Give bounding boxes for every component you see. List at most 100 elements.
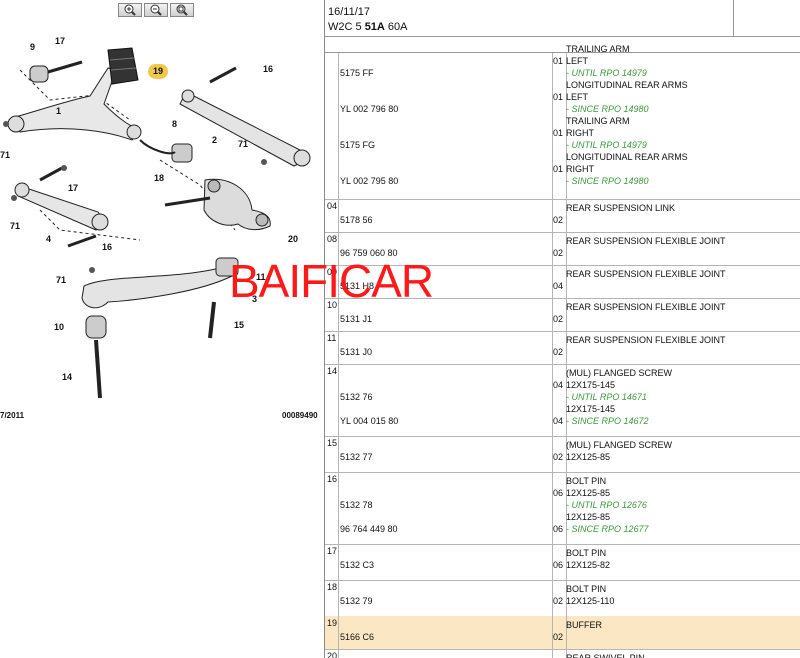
header-divider: [733, 0, 734, 36]
part-description: 12X175-145: [566, 380, 616, 390]
part-description: LEFT: [566, 92, 589, 102]
part-description: (MUL) FLANGED SCREW: [566, 440, 673, 450]
part-quantity: 04: [553, 281, 564, 291]
part-reference[interactable]: 5132 79: [340, 596, 373, 606]
part-reference[interactable]: YL 002 795 80: [340, 176, 399, 186]
item-number: 18: [327, 582, 338, 592]
diagram-footer-date: 7/2011: [0, 411, 25, 420]
part-reference[interactable]: YL 002 796 80: [340, 104, 399, 114]
part-quantity: 02: [553, 632, 564, 642]
part-quantity: 01: [553, 92, 564, 102]
part-quantity: 01: [553, 164, 564, 174]
part-quantity: 06: [553, 488, 564, 498]
zoom-fit-icon: [176, 4, 188, 16]
part-description: 12X125-85: [566, 512, 611, 522]
part-reference[interactable]: 96 759 060 80: [340, 248, 398, 258]
item-number-cell: 17: [325, 544, 339, 580]
part-reference[interactable]: 96 764 449 80: [340, 524, 398, 534]
quantity-column: [552, 649, 567, 658]
callout-label: 15: [234, 320, 245, 330]
part-reference[interactable]: 5131 H8: [340, 281, 375, 291]
part-reference[interactable]: 5132 C3: [340, 560, 375, 570]
part-validity-note: - SINCE RPO 14980: [566, 176, 649, 186]
part-description: LEFT: [566, 56, 589, 66]
panel-divider[interactable]: [324, 0, 325, 658]
part-reference[interactable]: 5131 J1: [340, 314, 373, 324]
part-reference[interactable]: 5175 FF: [340, 68, 374, 78]
part-quantity: 01: [553, 128, 564, 138]
callout-label: 20: [288, 234, 299, 244]
part-reference[interactable]: 5131 J0: [340, 347, 373, 357]
quantity-column: [552, 298, 567, 331]
item-number: 19: [327, 618, 338, 628]
part-description: REAR SUSPENSION LINK: [566, 203, 676, 213]
part-reference[interactable]: 5132 76: [340, 392, 373, 402]
item-number-cell: 20: [325, 649, 339, 658]
item-number-cell: 10: [325, 298, 339, 331]
part-reference[interactable]: 5175 FG: [340, 140, 376, 150]
zoom-out-icon: [150, 4, 162, 16]
part-description: TRAILING ARM: [566, 44, 630, 54]
part-quantity: 04: [553, 380, 564, 390]
part-description: (MUL) FLANGED SCREW: [566, 368, 673, 378]
zoom-in-button[interactable]: [118, 3, 142, 17]
item-number-cell: 09: [325, 265, 339, 298]
part-quantity: 02: [553, 215, 564, 225]
part-reference[interactable]: 5166 C6: [340, 632, 375, 642]
part-description: REAR SUSPENSION FLEXIBLE JOINT: [566, 269, 726, 279]
part-validity-note: - SINCE RPO 14672: [566, 416, 649, 426]
watermark-text: BAIFICAR: [229, 255, 434, 307]
part-description: BOLT PIN: [566, 476, 607, 486]
part-description: REAR SUSPENSION FLEXIBLE JOINT: [566, 335, 726, 345]
part-description: BUFFER: [566, 620, 602, 630]
part-reference[interactable]: 5132 78: [340, 500, 373, 510]
quantity-column: [552, 472, 567, 544]
diagram-footer-reference: 00089490: [282, 411, 318, 420]
part-quantity: 01: [553, 56, 564, 66]
item-number-cell: [325, 53, 339, 199]
item-number: 04: [327, 201, 338, 211]
part-description: 12X125-110: [566, 596, 615, 606]
part-reference[interactable]: YL 004 015 80: [340, 416, 399, 426]
callout-label: 71: [0, 150, 11, 160]
item-number: 15: [327, 438, 338, 448]
callout-label: 3: [252, 294, 258, 304]
part-reference[interactable]: 5178 56: [340, 215, 373, 225]
callout-label: 17: [68, 183, 79, 193]
quantity-column: [552, 331, 567, 364]
part-description: BOLT PIN: [566, 548, 607, 558]
item-number: 11: [327, 333, 337, 343]
item-number-cell: 14: [325, 364, 339, 436]
part-description: 12X175-145: [566, 404, 616, 414]
parts-list-header: 16/11/17 W2C 5 51A 60A: [325, 0, 800, 37]
table-row[interactable]: 205176 5901REAR SWIVEL PINLEFT: [325, 649, 800, 658]
callout-label: 16: [263, 64, 274, 74]
item-number-cell: 16: [325, 472, 339, 544]
suspension-exploded-diagram: [3, 47, 311, 399]
part-description: RIGHT: [566, 128, 594, 138]
quantity-column: [552, 544, 567, 580]
part-quantity: 06: [553, 524, 564, 534]
part-reference[interactable]: 5132 77: [340, 452, 373, 462]
callout-label: 10: [54, 322, 65, 332]
part-description: REAR SUSPENSION FLEXIBLE JOINT: [566, 302, 726, 312]
quantity-column: [552, 199, 567, 232]
zoom-fit-button[interactable]: [170, 3, 194, 17]
zoom-out-button[interactable]: [144, 3, 168, 17]
part-validity-note: - SINCE RPO 14980: [566, 104, 649, 114]
part-description: LONGITUDINAL REAR ARMS: [566, 80, 688, 90]
part-validity-note: - UNTIL RPO 14979: [566, 140, 647, 150]
